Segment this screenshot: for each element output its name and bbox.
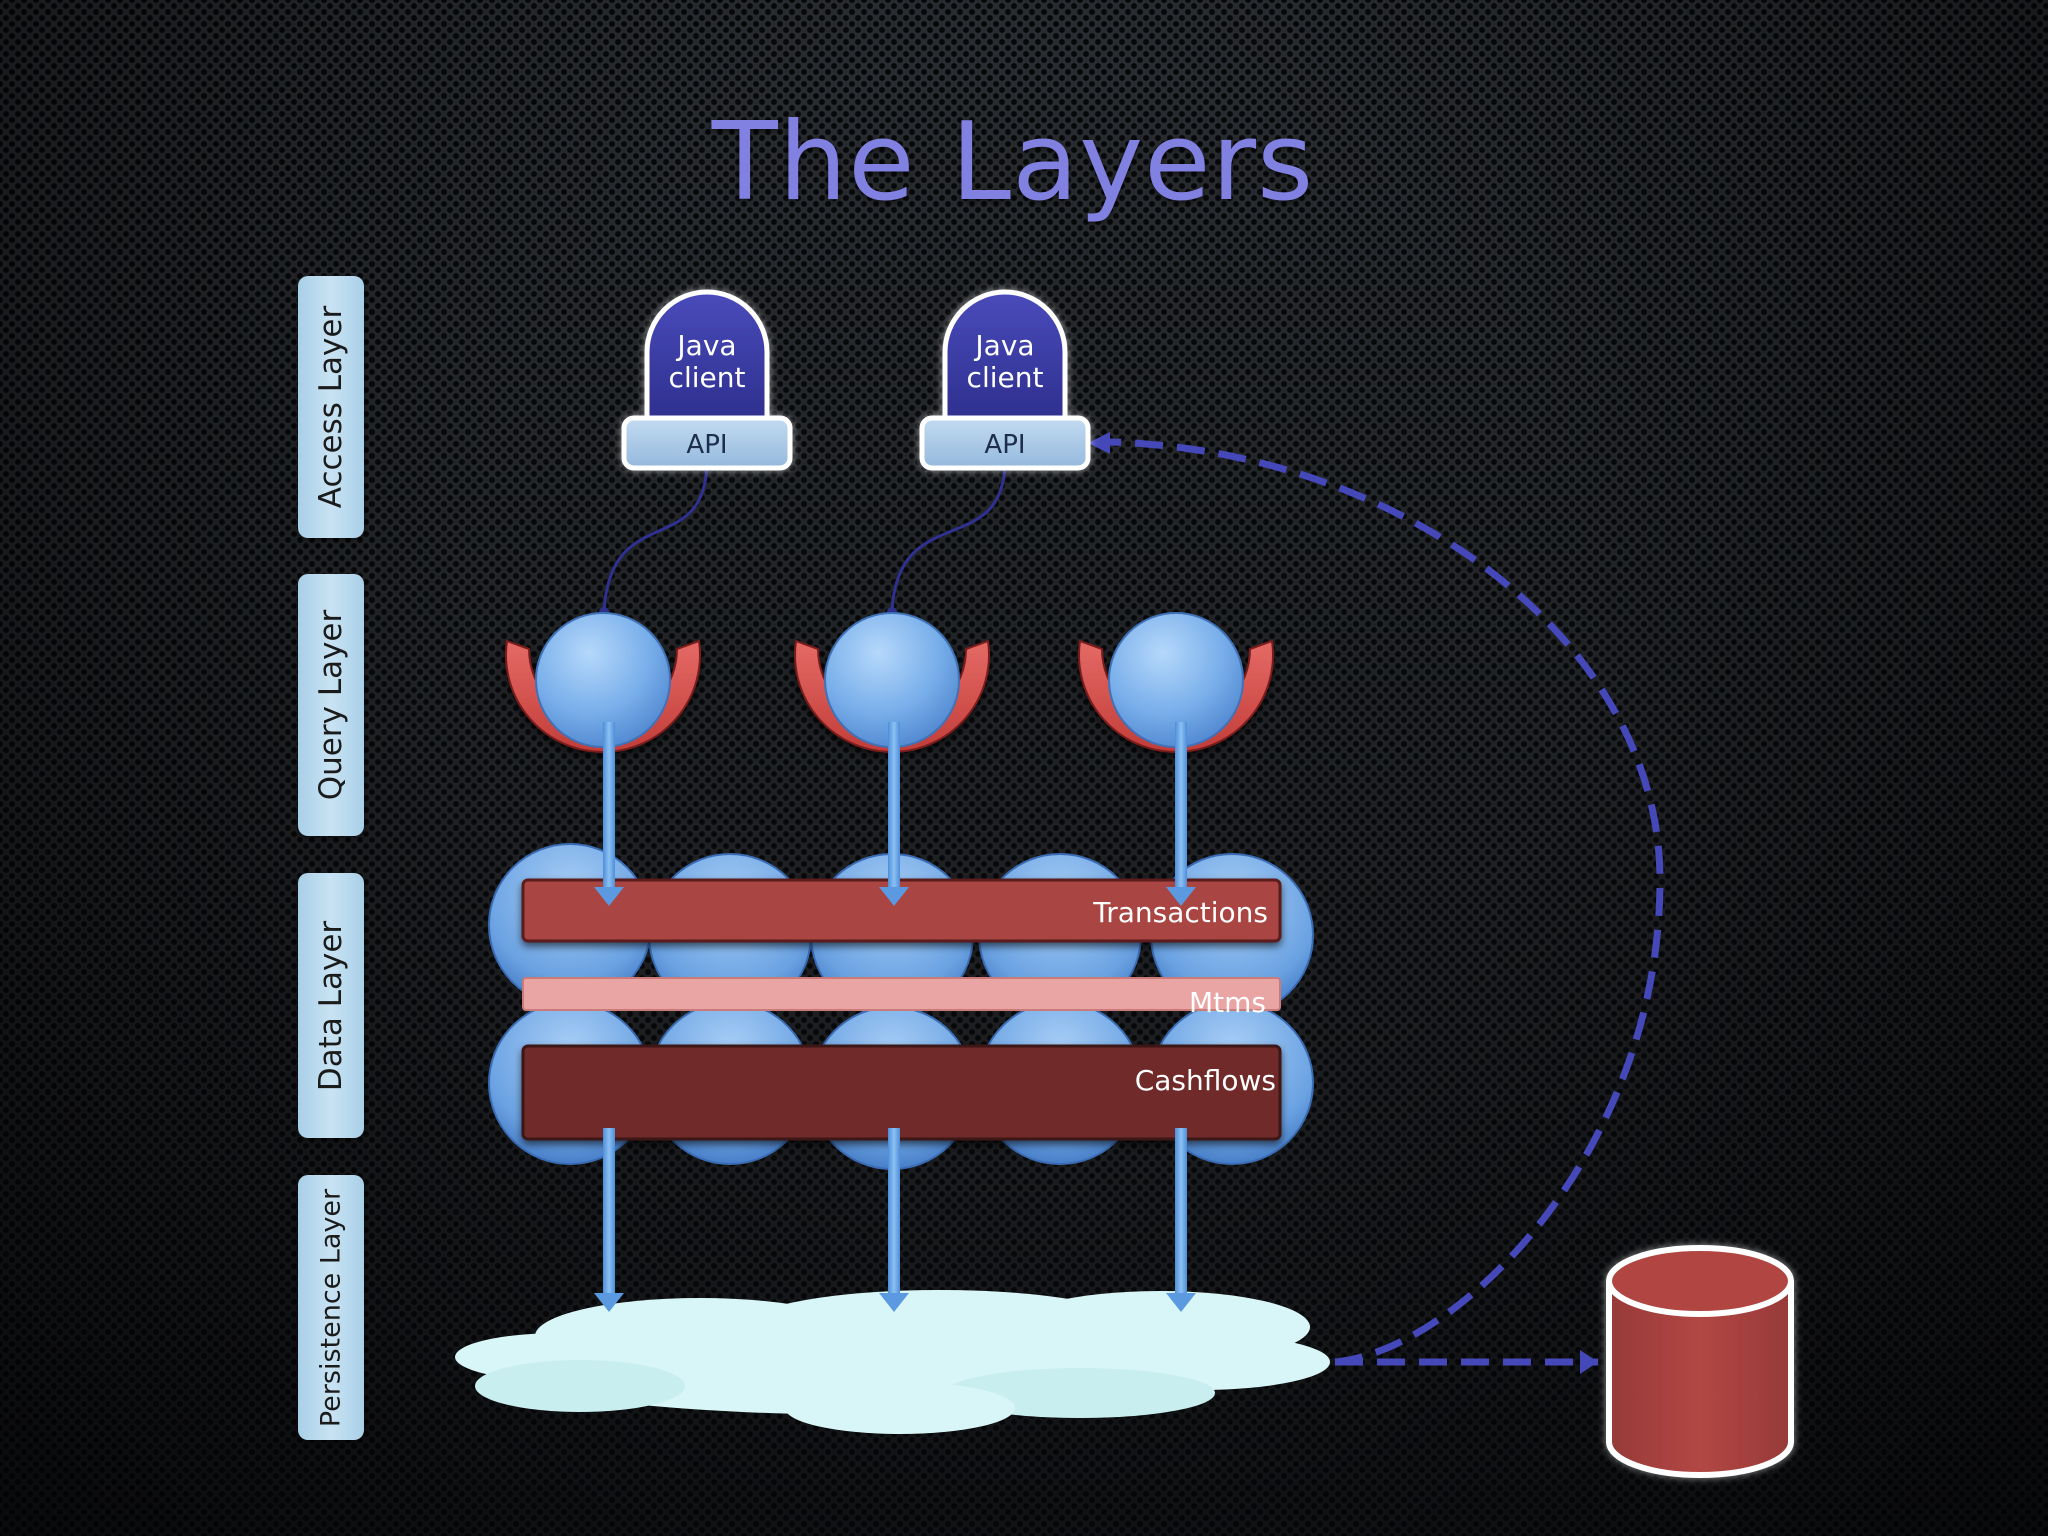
query-arrow-1-shaft [603,722,615,892]
api-connector-2 [890,462,1007,613]
database-top [1606,1245,1794,1317]
layer-tab-query: Query Layer [298,574,364,836]
client-label-line2-1: client [669,361,746,394]
database-body [1606,1281,1794,1478]
query-arrow-1-head [594,887,624,906]
mtms-band [522,977,1281,1011]
client-dome-1 [644,289,770,421]
api-connector-1 [602,462,709,613]
cloud-icon [455,1290,1330,1434]
transactions-band [521,878,1282,943]
query-to-data-arrows [594,722,1196,906]
band-cashflows: Cashflows [521,1044,1282,1141]
dashed-link [1088,432,1664,1374]
page-title: The Layers [711,100,1315,225]
cloud-puff [475,1360,685,1412]
mtms-label: Mtms [1189,986,1266,1019]
cashflows-band [521,1044,1282,1141]
cloud-puff [785,1382,1015,1434]
layer-tab-persistence: Persistence Layer [298,1175,364,1440]
data-to-persistence-arrows [594,1128,1196,1312]
api-label-2: API [984,430,1025,460]
api-label-1: API [686,430,727,460]
persist-arrow-1-shaft [603,1128,615,1298]
persistence-to-api-link [1109,438,1664,1366]
api-box-1 [621,415,793,471]
database-arrowhead [1580,1350,1598,1374]
api-box-2 [919,415,1091,471]
persist-arrow-2-shaft [888,1128,900,1298]
query-arrow-2-shaft [888,722,900,892]
client-dome-2 [942,289,1068,421]
client-label-line2-2: client [967,361,1044,394]
persist-arrow-3-head [1166,1293,1196,1312]
query-arrow-2-head [879,887,909,906]
client-label-line1-1: Java [675,329,736,362]
layer-tab-data: Data Layer [298,873,364,1138]
persist-arrow-3-shaft [1175,1128,1187,1298]
java-client-2: Java client API [919,289,1091,471]
persist-arrow-1-head [594,1293,624,1312]
query-node-1 [505,612,701,753]
persist-arrow-2-head [879,1293,909,1312]
layer-tab-access: Access Layer [298,276,364,538]
java-client-1: Java client API [621,289,793,471]
query-arrow-3-head [1166,887,1196,906]
cashflows-label: Cashflows [1135,1064,1276,1097]
client-label-line1-2: Java [973,329,1034,362]
api-arrowhead [1088,432,1110,454]
database-icon [1606,1245,1794,1478]
query-arrow-3-shaft [1175,722,1187,892]
band-mtms: Mtms [522,977,1281,1019]
band-transactions: Transactions [521,878,1282,943]
